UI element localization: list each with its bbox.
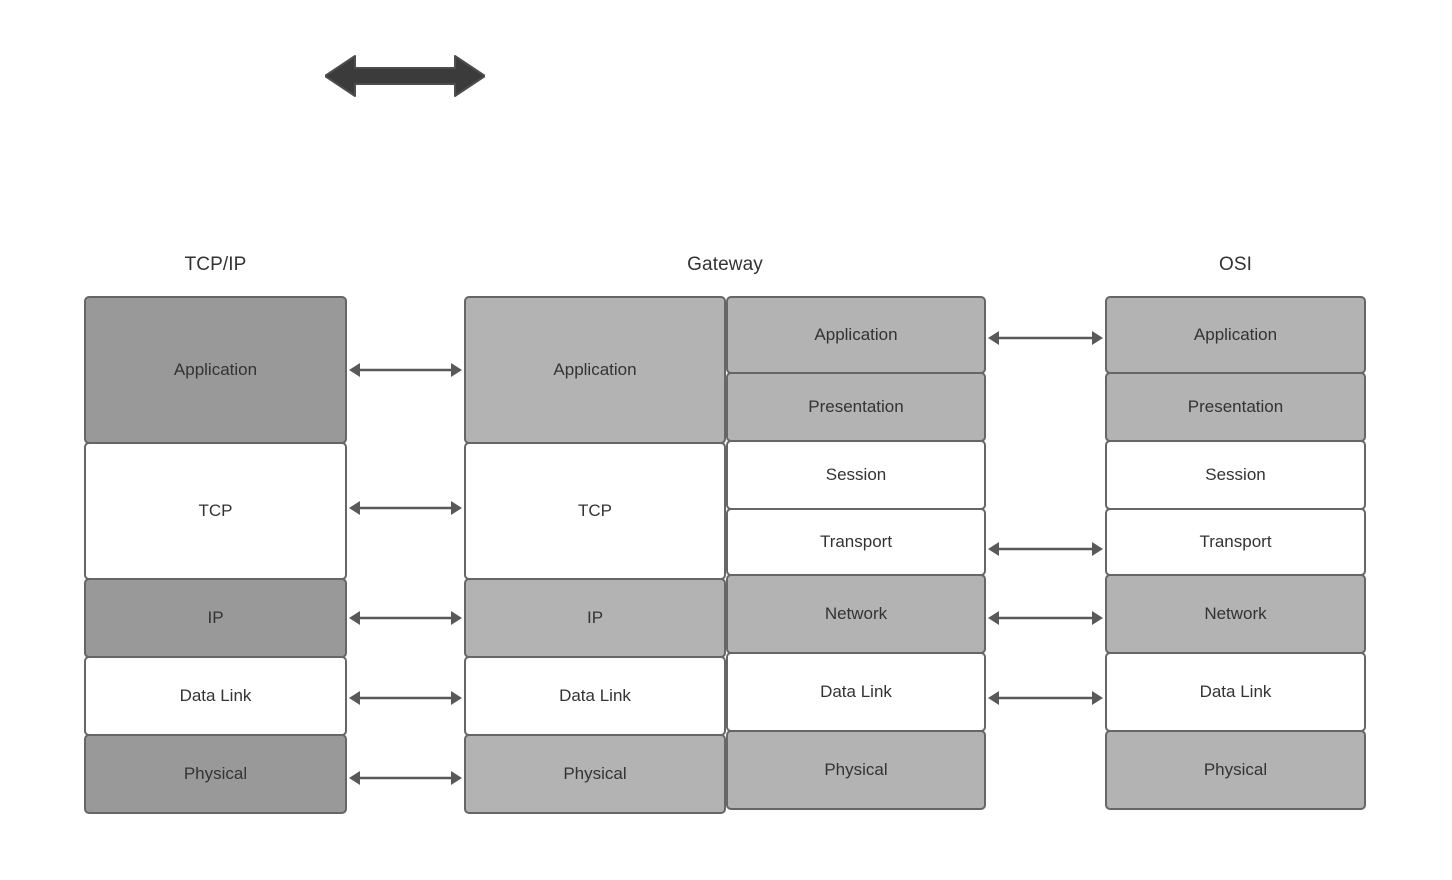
bidirectional-arrow-icon: [325, 55, 485, 97]
layer-label: Data Link: [559, 686, 631, 705]
layer-label: Data Link: [1199, 682, 1272, 701]
layer-network[interactable]: Network: [726, 574, 986, 654]
layer-transport[interactable]: Transport: [1105, 508, 1366, 576]
layer-physical[interactable]: Physical: [464, 734, 726, 814]
layer-label: IP: [207, 608, 224, 627]
column-title-gateway: Gateway: [687, 254, 763, 275]
layer-application[interactable]: Application: [464, 296, 726, 444]
layer-network[interactable]: Network: [1105, 574, 1366, 654]
layer-data-link[interactable]: Data Link: [1105, 652, 1366, 732]
layer-application[interactable]: Application: [84, 296, 347, 444]
layer-label: Network: [824, 604, 888, 623]
connector-arrow: [349, 611, 462, 625]
layer-label: Session: [1205, 465, 1266, 484]
layer-session[interactable]: Session: [1105, 440, 1366, 510]
layer-label: Transport: [1199, 532, 1272, 551]
layer-label: Data Link: [820, 682, 892, 701]
layer-tcp[interactable]: TCP: [84, 442, 347, 580]
layer-transport[interactable]: Transport: [726, 508, 986, 576]
layer-label: Presentation: [808, 397, 904, 416]
layer-physical[interactable]: Physical: [84, 734, 347, 814]
connector-arrow: [349, 771, 462, 785]
layer-application[interactable]: Application: [726, 296, 986, 374]
column-title-osi: OSI: [1218, 254, 1253, 275]
layer-label: Physical: [824, 760, 888, 779]
connector-arrow: [988, 331, 1103, 345]
layer-label: TCP: [578, 501, 612, 520]
connector-arrow: [988, 691, 1103, 705]
layer-label: Physical: [1203, 760, 1268, 779]
layer-presentation[interactable]: Presentation: [726, 372, 986, 442]
column-title-tcpip: TCP/IP: [184, 254, 247, 275]
layer-label: Application: [553, 360, 637, 379]
layer-label: Application: [173, 360, 258, 379]
layer-label: Application: [814, 325, 898, 344]
layer-ip[interactable]: IP: [84, 578, 347, 658]
layer-label: Physical: [563, 764, 627, 783]
layer-presentation[interactable]: Presentation: [1105, 372, 1366, 442]
layer-ip[interactable]: IP: [464, 578, 726, 658]
layer-data-link[interactable]: Data Link: [464, 656, 726, 736]
layer-physical[interactable]: Physical: [1105, 730, 1366, 810]
connector-arrow: [349, 691, 462, 705]
layer-label: Application: [1193, 325, 1278, 344]
connector-arrow: [988, 611, 1103, 625]
layer-label: Session: [825, 465, 887, 484]
layer-label: Transport: [819, 532, 893, 551]
layer-session[interactable]: Session: [726, 440, 986, 510]
layer-label: TCP: [198, 501, 233, 520]
layer-label: Presentation: [1187, 397, 1284, 416]
layer-tcp[interactable]: TCP: [464, 442, 726, 580]
connector-arrow: [988, 542, 1103, 556]
layer-data-link[interactable]: Data Link: [84, 656, 347, 736]
layer-application[interactable]: Application: [1105, 296, 1366, 374]
layer-label: IP: [586, 608, 604, 627]
layer-data-link[interactable]: Data Link: [726, 652, 986, 732]
layer-label: Data Link: [179, 686, 252, 705]
layer-label: Physical: [183, 764, 248, 783]
layer-physical[interactable]: Physical: [726, 730, 986, 810]
layer-label: Network: [1204, 604, 1267, 623]
connector-arrow: [349, 363, 462, 377]
connector-arrow: [349, 501, 462, 515]
